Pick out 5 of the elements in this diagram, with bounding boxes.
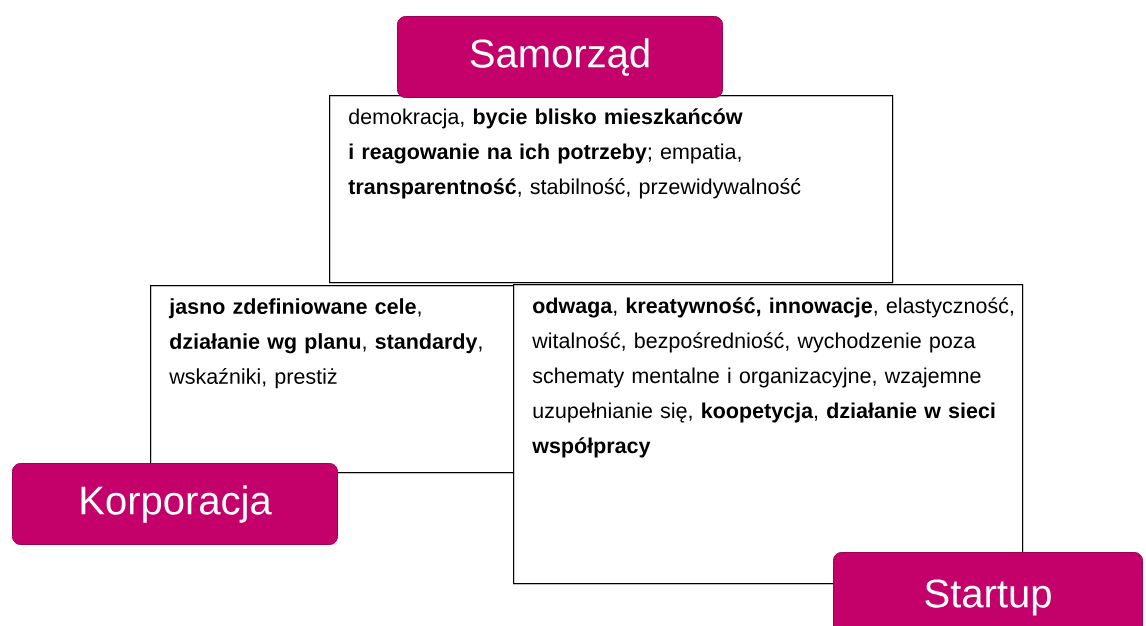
title-box: Korporacja — [12, 463, 338, 545]
text-box: demokracja, bycie blisko mieszkańców i reagowanie na ich potrzeby; empatia, transparentność, stabilność, przewidywalność — [329, 95, 894, 284]
text-box: jasno zdefiniowane cele, działanie wg planu, standardy, wskaźniki, prestiż — [150, 285, 515, 474]
title-box: Startup — [833, 552, 1143, 626]
title-box: Samorząd — [397, 16, 723, 98]
